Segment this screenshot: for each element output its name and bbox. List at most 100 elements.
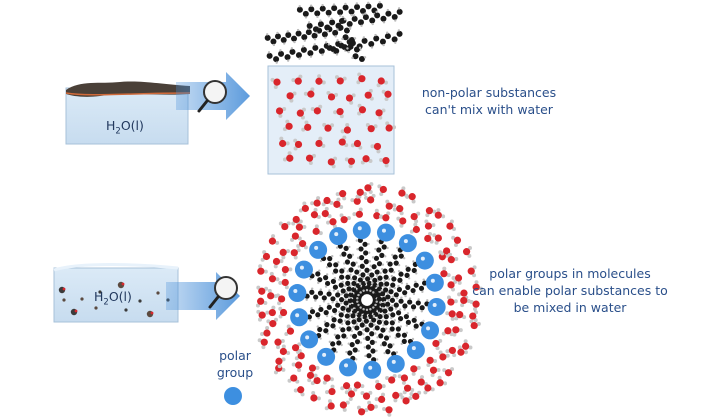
water-molecule xyxy=(290,232,302,242)
water-molecule xyxy=(409,390,422,400)
polar-head xyxy=(427,297,446,316)
polar-head xyxy=(294,260,313,279)
top-arrow xyxy=(176,72,250,120)
water-molecule xyxy=(306,371,318,383)
water-molecule xyxy=(417,375,428,386)
water-molecule xyxy=(279,344,291,356)
water-molecule xyxy=(257,264,268,275)
polar-head xyxy=(386,354,405,373)
water-molecule xyxy=(454,311,467,321)
particle xyxy=(70,308,78,316)
dispersed-particles xyxy=(58,281,170,318)
water-molecule xyxy=(279,248,291,260)
water-molecule xyxy=(325,384,336,396)
water-molecule xyxy=(281,265,293,277)
water-molecule xyxy=(364,88,374,101)
water-molecule xyxy=(375,108,386,120)
water-molecule xyxy=(293,138,303,151)
water-molecule xyxy=(432,338,443,351)
water-molecule xyxy=(340,123,351,134)
polar-caption-line-3: be mixed in water xyxy=(513,300,627,315)
water-molecule xyxy=(256,309,266,322)
particle xyxy=(138,299,142,303)
bottom-beaker xyxy=(53,263,179,323)
water-molecule xyxy=(321,196,334,207)
particle xyxy=(124,308,128,312)
water-molecule xyxy=(392,205,404,216)
water-molecule xyxy=(321,206,332,219)
water-molecule xyxy=(301,120,312,132)
water-molecule xyxy=(409,222,420,234)
polar-head xyxy=(363,360,382,379)
water-molecule xyxy=(291,215,303,226)
magnifier-icon xyxy=(197,80,227,113)
particle xyxy=(98,290,102,294)
water-molecule xyxy=(370,142,382,154)
hydrocarbon-chain xyxy=(266,37,353,64)
polar-head xyxy=(288,284,307,303)
water-molecule xyxy=(396,216,407,228)
water-molecule xyxy=(441,327,454,337)
top-oil-chains xyxy=(264,1,403,64)
water-molecule xyxy=(436,375,448,387)
water-molecule xyxy=(350,139,363,150)
water-molecule xyxy=(356,72,366,85)
water-molecule xyxy=(442,367,455,377)
polar-head xyxy=(406,341,425,360)
top-water-molecules xyxy=(270,72,397,169)
water-molecule xyxy=(432,233,442,245)
water-molecule xyxy=(268,234,280,245)
water-molecule xyxy=(339,400,350,412)
water-molecule xyxy=(445,346,457,358)
water-molecule xyxy=(260,250,271,262)
water-molecule xyxy=(260,326,271,337)
legend-line-2: group xyxy=(216,365,254,380)
water-molecule xyxy=(279,136,290,148)
water-molecule xyxy=(438,350,450,361)
water-molecule xyxy=(282,119,293,132)
water-molecule xyxy=(374,392,386,404)
water-molecule xyxy=(339,213,351,224)
water-molecule xyxy=(290,248,301,260)
water-molecule xyxy=(291,361,303,373)
water-molecule xyxy=(345,93,356,105)
water-molecule xyxy=(305,153,316,166)
water-molecule xyxy=(282,151,294,162)
water-molecule xyxy=(278,278,289,290)
water-molecule xyxy=(275,107,287,118)
water-molecule xyxy=(344,157,356,169)
water-molecule xyxy=(286,91,297,103)
water-molecule xyxy=(315,136,326,148)
water-molecule xyxy=(385,199,397,210)
hydrocarbon-chain xyxy=(336,17,367,62)
polar-head xyxy=(300,330,319,349)
polar-caption: polar groups in molecules can enable pol… xyxy=(470,265,670,316)
polar-head xyxy=(317,347,336,366)
water-molecule xyxy=(457,345,468,356)
water-molecule xyxy=(446,219,457,232)
water-molecule xyxy=(296,240,308,250)
water-molecule xyxy=(397,374,409,385)
polar-caption-line-1: polar groups in molecules xyxy=(489,266,651,281)
water-molecule xyxy=(315,74,326,85)
water-molecule xyxy=(324,399,335,411)
water-molecule xyxy=(364,193,376,204)
water-molecule xyxy=(472,280,483,291)
water-molecule xyxy=(333,197,344,209)
water-molecule xyxy=(367,400,378,411)
water-molecule xyxy=(326,91,339,101)
hydrocarbon-chain xyxy=(306,296,363,322)
hydrocarbon-chain xyxy=(345,305,372,361)
water-molecule xyxy=(462,339,473,350)
water-molecule xyxy=(278,221,291,231)
particle xyxy=(146,310,154,318)
water-molecule xyxy=(410,211,421,224)
water-molecule xyxy=(296,107,306,120)
water-molecule xyxy=(385,373,397,384)
water-molecule xyxy=(445,310,456,321)
water-molecule xyxy=(425,207,437,218)
particle xyxy=(94,306,98,310)
water-molecule xyxy=(355,188,367,199)
water-molecule xyxy=(326,218,337,229)
